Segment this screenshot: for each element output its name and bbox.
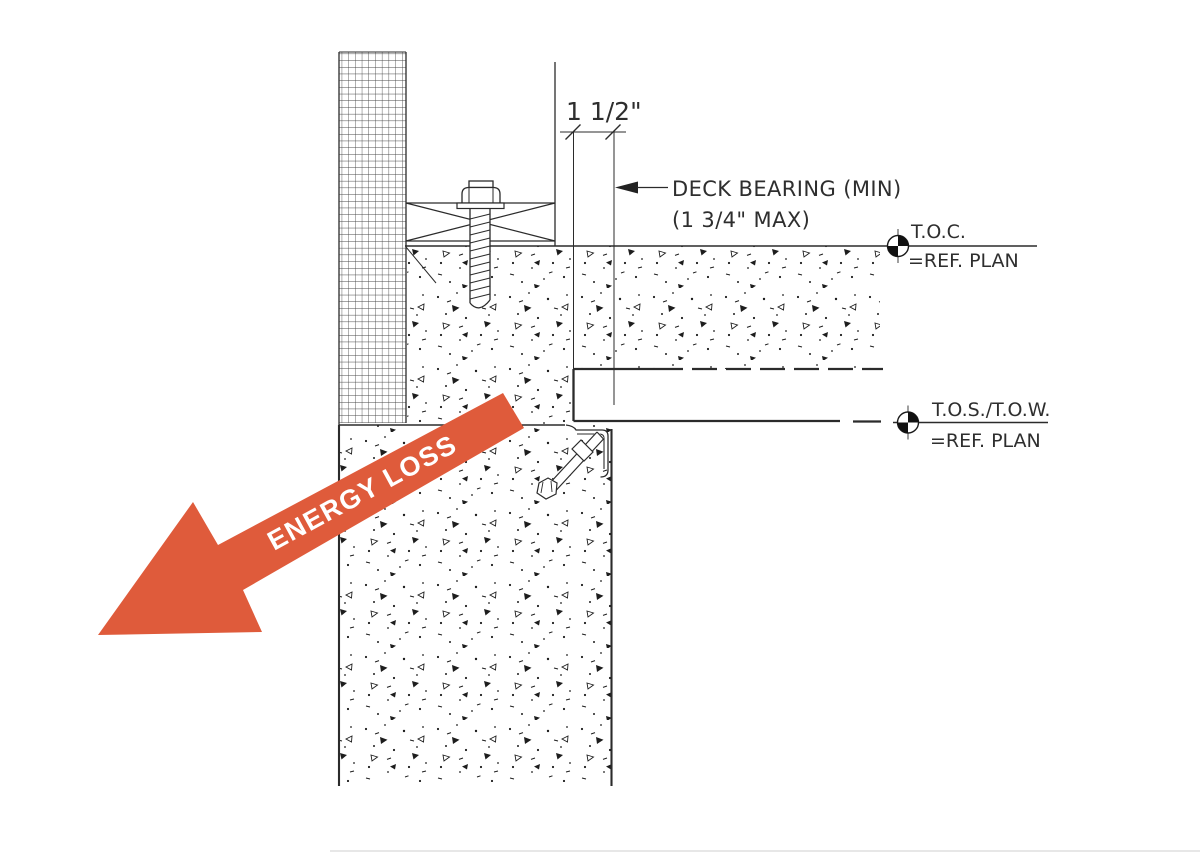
screw-head-top <box>468 180 494 189</box>
toc-datum: T.O.C. =REF. PLAN <box>886 221 1019 272</box>
dimension-deck-bearing: 1 1/2" <box>560 97 642 140</box>
screw-tip <box>469 299 491 309</box>
slab-edge-assembly <box>536 424 609 500</box>
screw-head-facets <box>468 188 494 203</box>
exterior-finish-hatch <box>338 51 407 425</box>
tos-datum: T.O.S./T.O.W. =REF. PLAN <box>896 399 1050 452</box>
datum-quadrant-ne <box>908 412 919 423</box>
anchor-screw <box>456 180 505 309</box>
tos-ref-label: =REF. PLAN <box>930 430 1041 452</box>
dimension-tick-marks <box>565 124 621 140</box>
screw-shank-mask <box>470 207 490 304</box>
deck-bearing-text-2: (1 3/4" MAX) <box>672 208 810 232</box>
datum-quadrant-sw <box>897 422 908 433</box>
concrete-corner-diagonal <box>405 246 437 284</box>
screw-washer <box>456 202 505 210</box>
leader-arrowhead-icon <box>615 181 638 194</box>
diagonal-bolt-mask <box>548 431 604 491</box>
datum-quadrant-ne <box>898 235 909 246</box>
energy-arrow-shape <box>98 393 524 635</box>
diagonal-bolt-washer <box>571 439 594 462</box>
diagonal-bolt-cap <box>596 431 604 440</box>
dimension-text: 1 1/2" <box>566 97 642 126</box>
concrete-slab-and-wall <box>339 246 880 782</box>
bent-plate-outer <box>565 424 609 478</box>
toc-ref-label: =REF. PLAN <box>908 250 1019 272</box>
datum-quadrant-sw <box>887 246 898 257</box>
mesh-hatch <box>339 52 406 423</box>
diagonal-bolt-head-facets <box>540 480 553 494</box>
screw-threads <box>469 213 491 300</box>
diagonal-bolt-hex-head <box>536 477 558 500</box>
toc-label: T.O.C. <box>910 221 966 243</box>
tos-label: T.O.S./T.O.W. <box>931 399 1050 421</box>
diagonal-bolt-edge-1 <box>548 431 598 485</box>
concrete-texture <box>339 246 880 782</box>
diagonal-bolt-edge-2 <box>555 438 604 491</box>
deck-bearing-callout: DECK BEARING (MIN) (1 3/4" MAX) <box>615 177 902 232</box>
deck-bearing-text-1: DECK BEARING (MIN) <box>672 177 902 201</box>
screw-hex-head <box>461 186 501 204</box>
structure-lines <box>330 62 1200 852</box>
